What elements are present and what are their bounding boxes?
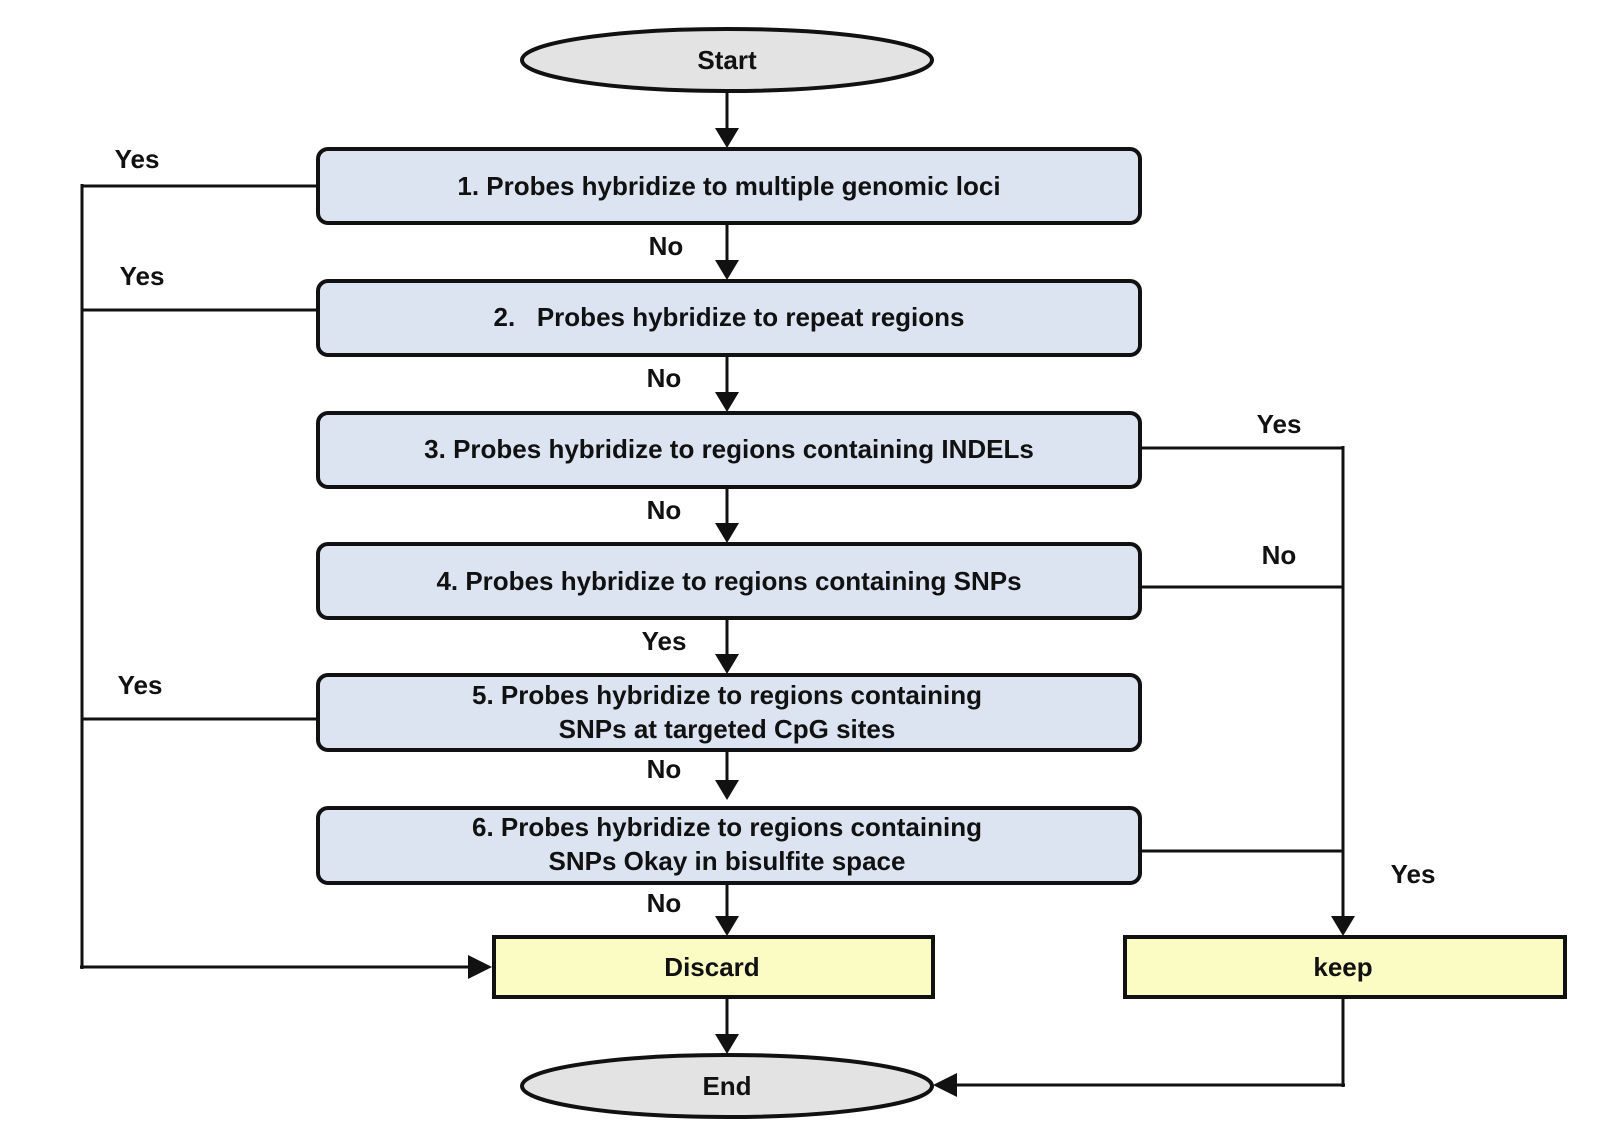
edge-label-step6-no: No [647, 888, 682, 918]
edge-label-step2-yes: Yes [120, 261, 165, 291]
end-label: End [702, 1071, 751, 1101]
step-6-label-line-2: SNPs Okay in bisulfite space [549, 846, 906, 876]
step-3: 3. Probes hybridize to regions containin… [316, 411, 1142, 489]
step-2: 2. Probes hybridize to repeat regions [316, 279, 1142, 357]
edge-label-step1-yes: Yes [115, 144, 160, 174]
arrowhead-step6 [715, 780, 739, 800]
step-6: 6. Probes hybridize to regions containin… [316, 806, 1142, 885]
edge-label-step3-yes: Yes [1257, 409, 1302, 439]
arrowhead-step1 [715, 128, 739, 148]
end-node: End [520, 1053, 934, 1119]
arrowhead-step5 [715, 654, 739, 674]
edge-label-step1-no: No [649, 231, 684, 261]
arrowhead-step2 [715, 260, 739, 280]
edge-label-step4-yes: Yes [642, 626, 687, 656]
step-5-label-line-1: 5. Probes hybridize to regions containin… [472, 680, 982, 710]
edge-label-step4-no: No [1262, 540, 1297, 570]
discard-node: Discard [492, 935, 935, 999]
arrowhead-step3 [715, 392, 739, 412]
step-3-label: 3. Probes hybridize to regions containin… [424, 434, 1034, 464]
edge-label-step3-no: No [647, 495, 682, 525]
step-1: 1. Probes hybridize to multiple genomic … [316, 147, 1142, 225]
edge-label-step6-yes: Yes [1391, 859, 1436, 889]
step-5-label-line-2: SNPs at targeted CpG sites [559, 714, 896, 744]
arrowhead-end-top [715, 1034, 739, 1054]
step-4: 4. Probes hybridize to regions containin… [316, 542, 1142, 620]
edge-label-step5-no: No [647, 754, 682, 784]
keep-label: keep [1313, 952, 1372, 982]
start-node: Start [520, 27, 934, 93]
step-4-label: 4. Probes hybridize to regions containin… [436, 566, 1021, 596]
keep-node: keep [1123, 935, 1567, 999]
arrowhead-discard-left [468, 955, 492, 979]
step-1-label: 1. Probes hybridize to multiple genomic … [457, 171, 1000, 201]
step-6-label-line-1: 6. Probes hybridize to regions containin… [472, 812, 982, 842]
edge-label-step5-yes: Yes [118, 670, 163, 700]
edge-label-step2-no: No [647, 363, 682, 393]
discard-label: Discard [664, 952, 759, 982]
arrowhead-end-right [933, 1073, 957, 1097]
step-2-label: 2. Probes hybridize to repeat regions [493, 302, 964, 332]
arrowhead-keep-top [1331, 916, 1355, 936]
start-label: Start [697, 45, 757, 75]
arrowhead-step4 [715, 523, 739, 543]
step-5: 5. Probes hybridize to regions containin… [316, 673, 1142, 752]
arrowhead-discard-top [715, 916, 739, 936]
